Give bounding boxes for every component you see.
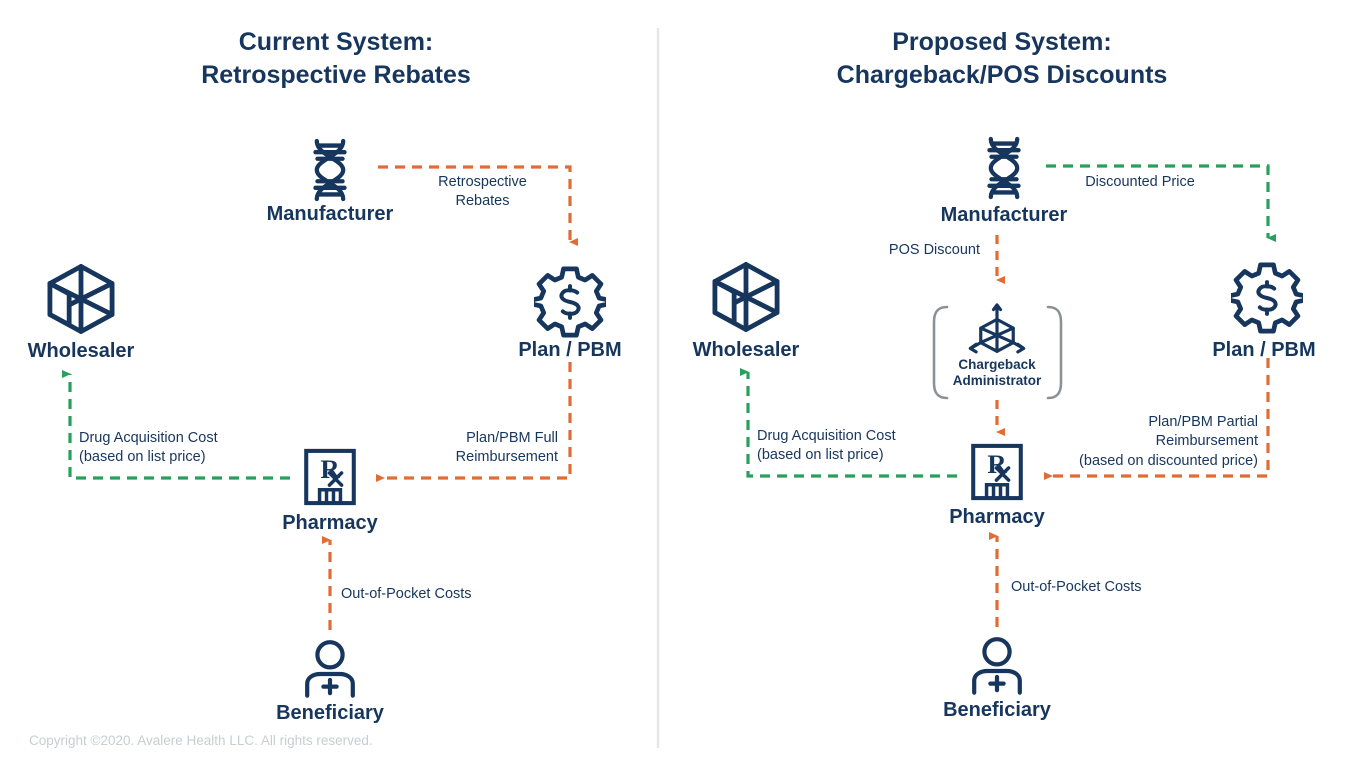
flow-label-out-of-pocket-costs: Out-of-Pocket Costs: [1011, 578, 1231, 597]
flow-label-line1: POS Discount: [888, 242, 980, 258]
flow-label-line1: Out-of-Pocket Costs: [341, 586, 472, 602]
gear-dollar-icon: [533, 269, 608, 335]
flow-label-line1: Drug Acquisition Cost: [757, 428, 896, 444]
node-label-plan-pbm: Plan / PBM: [518, 339, 622, 361]
flow-label-line1: Drug Acquisition Cost: [79, 430, 218, 446]
flow-label-line2: Reimbursement: [455, 449, 558, 466]
open-box-icon: [715, 264, 777, 329]
node-label-wholesaler: Wholesaler: [692, 339, 800, 361]
flow-label-line2: (based on list price): [757, 447, 884, 464]
flow-label-line1: Out-of-Pocket Costs: [1011, 579, 1142, 595]
flow-arrow-discounted-price: [1046, 164, 1276, 242]
panel-title-line2: Retrospective Rebates: [201, 60, 471, 89]
node-label-pharmacy: Pharmacy: [282, 512, 378, 534]
flow-label-line2: (based on list price): [79, 449, 206, 466]
flow-label-drug-acquisition-cost: Drug Acquisition Cost (based on list pri…: [757, 427, 987, 466]
flow-label-line1: Plan/PBM Partial: [1148, 414, 1258, 430]
dna-icon: [315, 141, 344, 199]
person-plus-icon: [307, 642, 353, 695]
open-box-icon: [50, 266, 112, 331]
gear-dollar-icon: [1230, 265, 1305, 331]
dna-icon: [989, 139, 1018, 197]
panel-title-line1: Proposed System:: [892, 28, 1112, 56]
chargeback-bracket-right: [1046, 305, 1063, 400]
node-label-wholesaler: Wholesaler: [27, 340, 135, 362]
flow-label-line3: (based on discounted price): [1079, 452, 1258, 469]
flow-arrow-retrospective-rebates: [378, 165, 578, 246]
node-label-plan-pbm: Plan / PBM: [1212, 339, 1316, 361]
flow-arrow-plan-pbm-partial-reimbursement: [1044, 358, 1270, 480]
node-label-line1: Chargeback: [958, 357, 1036, 372]
panel-title-current: Current System: Retrospective Rebates: [86, 26, 586, 91]
node-label-manufacturer: Manufacturer: [940, 204, 1068, 226]
distribution-node-icon: [968, 303, 1026, 354]
panel-title-line1: Current System:: [238, 28, 434, 56]
flow-label-line2: Rebates: [455, 193, 510, 210]
node-label-beneficiary: Beneficiary: [276, 702, 384, 724]
flow-label-retrospective-rebates: Retrospective Rebates: [405, 173, 560, 212]
flow-arrow-plan-pbm-full-reimbursement: [376, 362, 572, 482]
person-plus-icon: [974, 639, 1020, 692]
flow-arrow-drug-acquisition-cost: [740, 368, 957, 478]
copyright-notice: Copyright ©2020. Avalere Health LLC. All…: [29, 733, 373, 748]
flow-label-plan-pbm-partial-reimbursement: Plan/PBM Partial Reimbursement (based on…: [1030, 413, 1258, 471]
flow-label-line1: Retrospective: [438, 174, 527, 190]
node-label-beneficiary: Beneficiary: [943, 699, 1051, 721]
flow-label-pos-discount: POS Discount: [845, 241, 980, 260]
panel-title-proposed: Proposed System: Chargeback/POS Discount…: [752, 26, 1252, 91]
flow-label-line1: Plan/PBM Full: [466, 430, 558, 446]
flow-label-line1: Discounted Price: [1085, 174, 1195, 190]
flow-label-plan-pbm-full-reimbursement: Plan/PBM Full Reimbursement: [398, 429, 558, 468]
flow-label-drug-acquisition-cost: Drug Acquisition Cost (based on list pri…: [79, 429, 309, 468]
panel-title-line2: Chargeback/POS Discounts: [836, 60, 1168, 89]
flow-label-line2: Reimbursement: [1155, 433, 1258, 450]
node-label-chargeback-administrator: Chargeback Administrator: [922, 357, 1072, 389]
chargeback-bracket-left: [932, 305, 949, 400]
node-label-line2: Administrator: [952, 372, 1042, 388]
flow-arrow-drug-acquisition-cost: [62, 370, 290, 480]
flow-label-discounted-price: Discounted Price: [1060, 173, 1220, 192]
node-label-pharmacy: Pharmacy: [949, 506, 1045, 528]
rx-building-icon: [306, 451, 354, 503]
node-label-manufacturer: Manufacturer: [266, 203, 394, 225]
flow-label-out-of-pocket-costs: Out-of-Pocket Costs: [341, 585, 561, 604]
